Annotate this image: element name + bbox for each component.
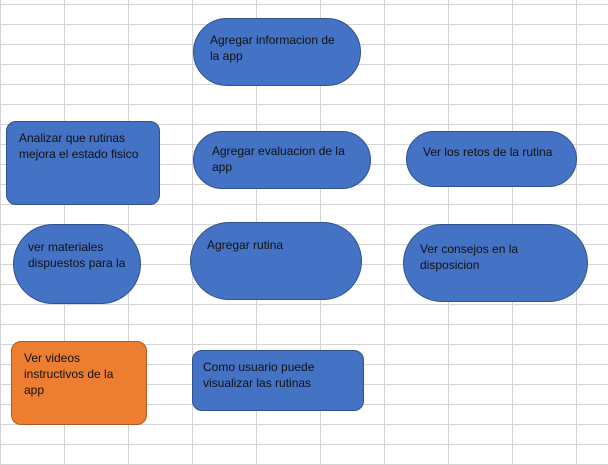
shape-analizar-rutinas[interactable]: Analizar que rutinas mejora el estado fi… (6, 121, 160, 205)
shape-ver-videos[interactable]: Ver videos instructivos de la app (11, 341, 147, 425)
shape-agregar-informacion[interactable]: Agregar informacion de la app (193, 18, 361, 86)
shape-agregar-evaluacion[interactable]: Agregar evaluacion de la app (193, 131, 371, 189)
shape-ver-retos[interactable]: Ver los retos de la rutina (406, 131, 577, 187)
shape-visualizar-rutinas[interactable]: Como usuario puede visualizar las rutina… (192, 350, 364, 411)
shape-ver-consejos[interactable]: Ver consejos en la disposicion (403, 224, 588, 302)
shape-ver-materiales[interactable]: ver materiales dispuestos para la (13, 224, 141, 304)
shape-agregar-rutina[interactable]: Agregar rutina (190, 222, 362, 300)
